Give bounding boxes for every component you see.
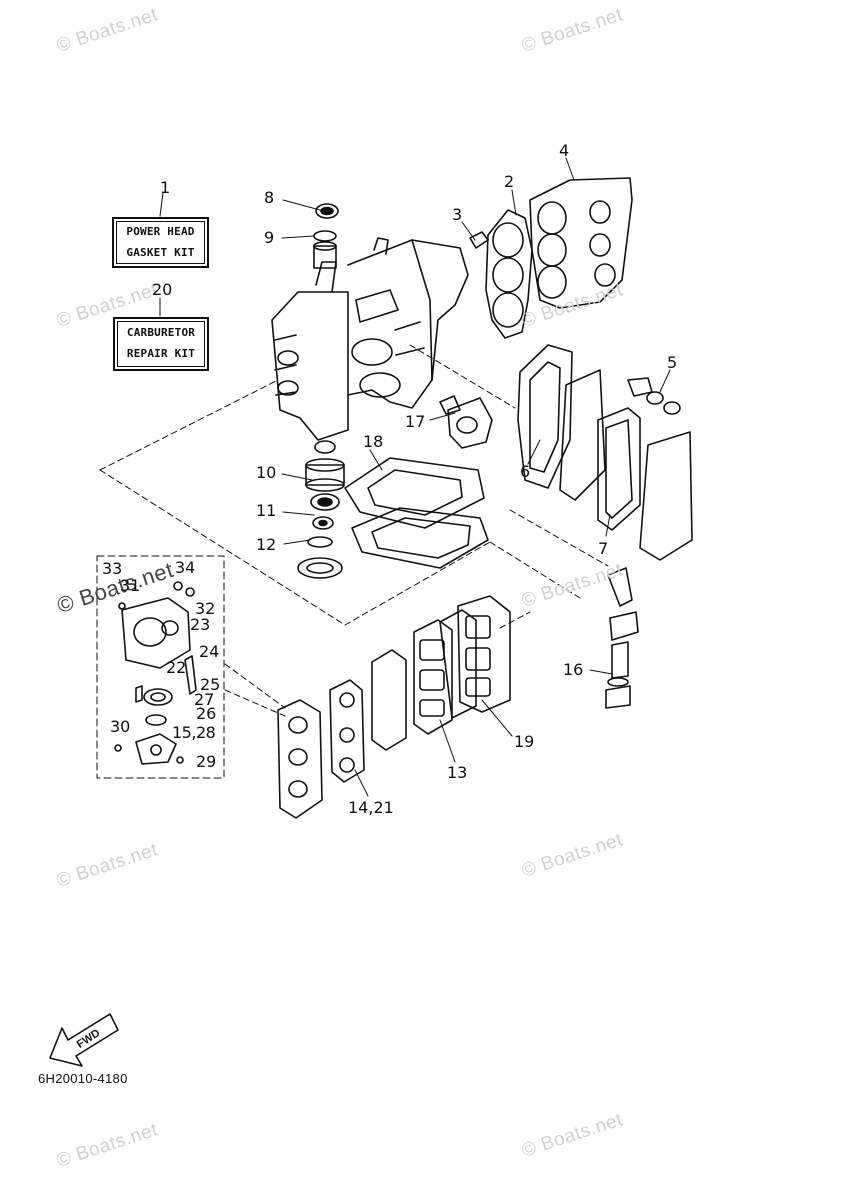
intake-gasket-stack [277, 595, 511, 819]
callout-number: 12 [256, 535, 277, 554]
callout-number: 10 [256, 463, 277, 482]
callout-number: 6 [520, 462, 531, 481]
callout-number: 26 [196, 704, 217, 723]
lower-bearing-parts [297, 440, 345, 579]
callout-number: 20 [152, 280, 173, 299]
callout-number: 9 [264, 228, 275, 247]
upper-seal-parts [313, 203, 339, 269]
kit-label-line-1: CARBURETOR [126, 326, 196, 340]
callout-number: 3 [452, 205, 463, 224]
callout-number: 11 [256, 501, 277, 520]
callout-number: 34 [175, 558, 196, 577]
cylinder-head-parts [469, 177, 633, 339]
drawing-code: 6H20010-4180 [38, 1071, 128, 1086]
callout-number: 15,28 [172, 723, 216, 742]
callout-number: 22 [166, 658, 187, 677]
callout-number: 8 [264, 188, 275, 207]
callout-number: 7 [598, 539, 609, 558]
thermostat-cover [439, 395, 493, 449]
callout-number: 14,21 [348, 798, 394, 817]
dashed-reference-lines [96, 344, 609, 779]
kit-label-line-2: REPAIR KIT [126, 347, 196, 360]
callout-number: 32 [195, 599, 216, 618]
callout-number: 31 [120, 576, 141, 595]
callout-number: 2 [504, 172, 515, 191]
callout-number: 30 [110, 717, 131, 736]
carburetor-repair-kit-box: CARBURETOR REPAIR KIT [113, 317, 209, 371]
callout-number: 16 [563, 660, 584, 679]
callout-number: 33 [102, 559, 123, 578]
callout-number: 18 [363, 432, 384, 451]
callout-number: 27 [194, 690, 215, 709]
water-tube-parts [605, 567, 639, 709]
callout-number: 29 [196, 752, 217, 771]
kit-label-line-1: POWER HEAD [126, 224, 195, 238]
leader-lines [159, 157, 671, 797]
callout-number: 19 [514, 732, 535, 751]
callout-number: 5 [667, 353, 678, 372]
fwd-arrow-icon [49, 1013, 119, 1067]
kit-label-line-2: GASKET KIT [126, 245, 195, 259]
callout-number: 13 [447, 763, 468, 782]
callout-number: 24 [199, 642, 220, 661]
callout-number: 4 [559, 141, 570, 160]
base-gasket-and-casing [344, 457, 489, 569]
callout-number: 23 [190, 615, 211, 634]
power-head-gasket-kit-box: POWER HEAD GASKET KIT [112, 217, 209, 268]
carburetor-assembly [114, 581, 197, 765]
crankcase-block [271, 237, 469, 441]
callout-number: 25 [200, 675, 221, 694]
callout-number: 1 [160, 178, 171, 197]
callout-number: 17 [405, 412, 426, 431]
exhaust-cover-parts [517, 344, 693, 561]
